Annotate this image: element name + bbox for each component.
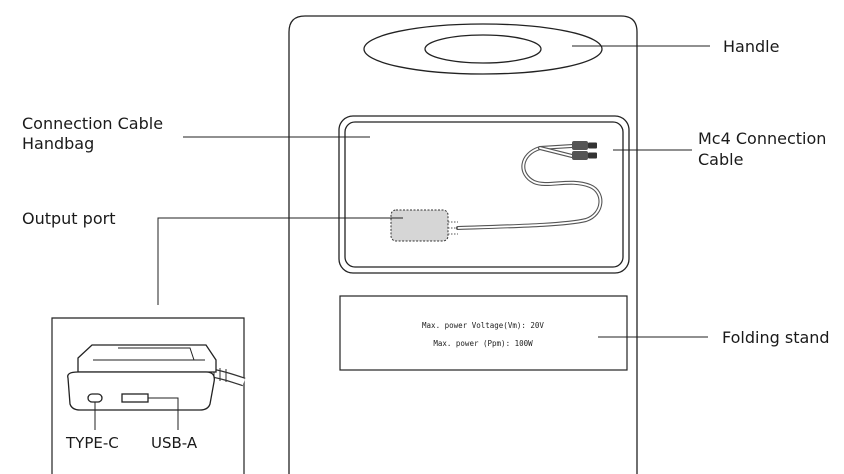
mc4-cable — [390, 141, 603, 242]
folding-stand-label: Folding stand — [722, 328, 830, 347]
mc4-label-line2: Cable — [698, 150, 743, 169]
mc4-connector-top — [572, 141, 597, 150]
usb-a-port — [121, 393, 149, 403]
mc4-label-line1: Mc4 Connection — [698, 129, 826, 148]
mc4-connector-bottom — [572, 151, 597, 160]
usb-a-callout-line — [148, 397, 179, 430]
folding-stand: Max. power Voltage(Vm): 20V Max. power (… — [339, 295, 628, 371]
type-c-port — [87, 393, 103, 403]
handbag-label-line2: Handbag — [22, 134, 94, 153]
output-port-inset: TYPE-C USB-A — [51, 317, 246, 474]
spec-voltage: Max. power Voltage(Vm): 20V — [422, 321, 544, 330]
output-port-label: Output port — [22, 209, 115, 228]
handle — [363, 23, 603, 75]
spec-power: Max. power (Ppm): 100W — [433, 339, 533, 348]
type-c-label: TYPE-C — [65, 434, 119, 452]
output-box — [390, 209, 458, 242]
handbag-label-line1: Connection Cable — [22, 114, 163, 133]
cable-handbag — [338, 115, 630, 274]
handle-label: Handle — [723, 37, 779, 56]
output-callout-line — [157, 217, 403, 305]
usb-a-label: USB-A — [151, 434, 198, 452]
